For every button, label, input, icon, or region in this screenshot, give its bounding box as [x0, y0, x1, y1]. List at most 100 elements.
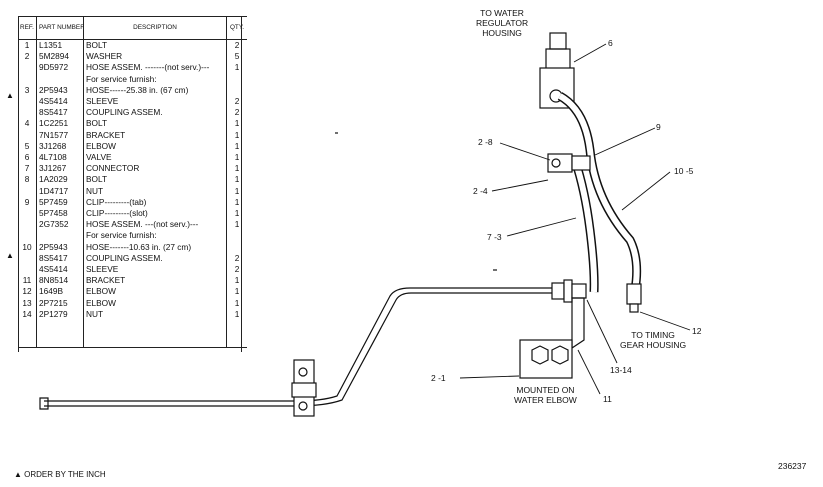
ref-cell — [18, 129, 37, 141]
parts-table: REF. NO. PART NUMBER DESCRIPTION QTY. 1L… — [18, 16, 247, 348]
label-to-timing-gear-housing: TO TIMING GEAR HOUSING — [620, 330, 687, 350]
description-cell: SLEEVE — [83, 96, 227, 108]
header-part-number: PART NUMBER — [36, 16, 84, 40]
callout-13-14: 13-14 — [610, 365, 632, 375]
qty-cell: 1 — [234, 62, 240, 73]
ref-cell: 13 — [18, 297, 37, 309]
description-cell: SLEEVE — [83, 264, 227, 276]
order-by-inch-note: ▲ ORDER BY THE INCH — [14, 470, 106, 479]
part-number-cell: 7N1577 — [36, 129, 84, 141]
part-number-cell: 9D5972 — [36, 62, 84, 74]
qty-cell: 1 — [234, 297, 240, 308]
ref-cell — [18, 208, 37, 220]
figure-number: 236237 — [778, 461, 807, 471]
part-number-cell: 3J1267 — [36, 163, 84, 175]
ref-cell: 14 — [18, 308, 37, 348]
ref-cell: 8 — [18, 174, 37, 186]
ref-cell: 2 — [18, 51, 37, 63]
qty-cell: 1 — [234, 118, 240, 129]
clip-2-8 — [547, 153, 591, 173]
qty-cell: 1 — [234, 286, 240, 297]
ref-cell: 11 — [18, 275, 37, 287]
qty-cell: 1 — [234, 174, 240, 185]
description-cell: BOLT — [83, 118, 227, 130]
part-number-cell: 5M2894 — [36, 51, 84, 63]
qty-cell: 1 — [234, 129, 240, 140]
qty-cell: 1 — [234, 275, 240, 286]
part-number-cell: 8N8514 — [36, 275, 84, 287]
part-number-cell: 2P5943 — [36, 241, 84, 253]
qty-cell: 2 — [234, 96, 240, 107]
part-number-cell: 2P7215 — [36, 297, 84, 309]
callout-6: 6 — [608, 38, 613, 48]
description-cell: ELBOW — [83, 286, 227, 298]
part-number-cell: 8S5417 — [36, 252, 84, 265]
label-mounted-on-water-elbow: MOUNTED ON WATER ELBOW — [514, 385, 577, 405]
ref-cell — [18, 264, 37, 276]
part-number-cell: 4S5414 — [36, 96, 84, 108]
ref-cell — [18, 62, 37, 74]
part-number-cell: 4S5414 — [36, 264, 84, 276]
label-to-water-regulator: TO WATER REGULATOR HOUSING — [476, 8, 529, 38]
callout-9: 9 — [656, 122, 661, 132]
ref-cell — [18, 73, 37, 85]
description-cell: For service furnish: — [83, 230, 227, 242]
description-cell: For service furnish: — [83, 73, 227, 85]
description-cell: BRACKET — [83, 275, 227, 287]
tube-clamp — [291, 359, 317, 417]
header-description: DESCRIPTION — [83, 16, 227, 40]
qty-cell: 1 — [234, 185, 240, 196]
callout-11: 11 — [603, 394, 612, 404]
qty-cell: 2 — [234, 107, 240, 118]
description-cell: BOLT — [83, 174, 227, 186]
part-number-cell — [36, 230, 84, 242]
callout-2-4: 2 -4 — [473, 186, 488, 196]
qty-cell: 2 — [234, 252, 240, 263]
hose-7-inner — [572, 159, 598, 293]
callout-2-8: 2 -8 — [478, 137, 493, 147]
table-row: For service furnish: — [18, 230, 247, 242]
description-cell: VALVE — [83, 152, 227, 164]
part-number-cell: 4L7108 — [36, 152, 84, 164]
part-number-cell: 2P5943 — [36, 84, 84, 97]
order-by-inch-marker-3: ▲ — [6, 91, 14, 100]
qty-cell: 2 — [234, 264, 240, 275]
elbow-12 — [626, 283, 642, 313]
description-cell: CLIP---------(slot) — [83, 208, 227, 220]
qty-cell: 1 — [234, 152, 240, 163]
table-row: For service furnish: — [18, 73, 247, 85]
callout-12: 12 — [692, 326, 702, 336]
header-ref-no: REF. NO. — [18, 16, 37, 40]
ref-cell: 5 — [18, 140, 37, 153]
part-number-cell: 2P1279 — [36, 308, 84, 348]
description-cell: WASHER — [83, 51, 227, 63]
callout-2-1: 2 -1 — [431, 373, 446, 383]
part-number-cell: 1649B — [36, 286, 84, 298]
part-number-cell: 5P7459 — [36, 196, 84, 209]
description-cell: NUT — [83, 308, 227, 348]
ref-cell: 6 — [18, 152, 37, 164]
description-cell: HOSE ASSEM. -------(not serv.)--- — [83, 62, 227, 74]
description-cell: HOSE-------10.63 in. (27 cm) — [83, 241, 227, 253]
ref-cell: 3 — [18, 84, 37, 97]
qty-cell: 1 — [234, 196, 240, 207]
qty-cell: 1 — [234, 140, 240, 151]
ref-cell: 7 — [18, 163, 37, 175]
part-number-cell: L1351 — [36, 39, 84, 52]
ref-cell — [18, 107, 37, 119]
ref-cell: 1 — [18, 39, 37, 52]
